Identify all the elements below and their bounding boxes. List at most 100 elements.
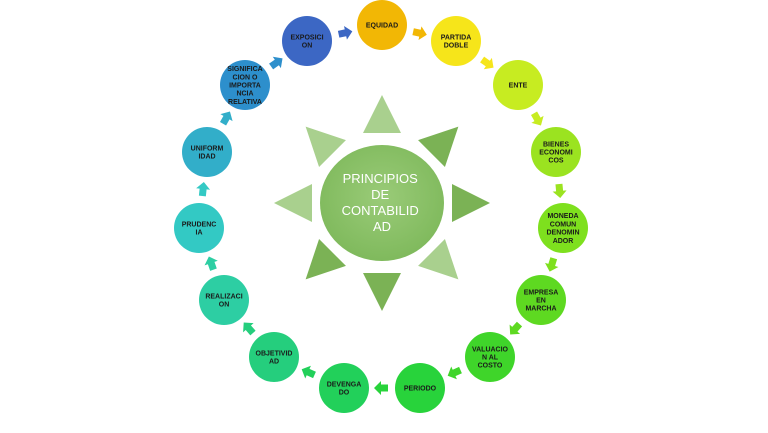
node-label: PERIODO [404, 386, 437, 393]
connector-arrow [530, 111, 544, 126]
node-label-line: RELATIVA [228, 99, 262, 106]
connector-arrow [552, 183, 567, 198]
node-label-line: COMUN [550, 221, 576, 228]
node-label: REALIZACI ON [205, 293, 242, 308]
node-label: PRUDENC IA [182, 221, 217, 236]
node-label-line: EQUIDAD [366, 23, 398, 30]
node-label: PARTIDA DOBLE [441, 34, 472, 49]
node-label: ENTE [509, 83, 528, 90]
node-label-line: IA [196, 230, 203, 237]
node-label-line: ECONOMI [539, 150, 573, 157]
connector-arrow [412, 26, 427, 41]
node-label-line: PRUDENC [182, 221, 217, 228]
node-circle [395, 363, 445, 413]
node-prudencia: PRUDENC IA [174, 203, 224, 253]
connector-arrow [509, 321, 523, 335]
node-circle [199, 275, 249, 325]
node-label-line: UNIFORM [191, 145, 224, 152]
node-label-line: ON [302, 43, 313, 50]
node-label-line: SIGNIFICA [227, 66, 262, 73]
connector-arrow [545, 257, 559, 272]
sun-ray [418, 239, 459, 280]
node-label: OBJETIVID AD [256, 350, 293, 365]
node-label-line: PERIODO [404, 386, 437, 393]
node-label-line: REALIZACI [205, 293, 242, 300]
sun-ray [305, 239, 346, 280]
sun-rays [274, 95, 490, 311]
node-label-line: CION O [233, 74, 258, 81]
node-label-line: N AL [482, 355, 499, 362]
node-label-line: EMPRESA [524, 289, 559, 296]
node-label-line: PARTIDA [441, 34, 472, 41]
connector-arrow [337, 25, 353, 40]
connector-arrow [243, 322, 256, 336]
connector-arrow [269, 56, 283, 70]
node-label-line: EN [536, 298, 546, 305]
node-label-line: IMPORTA [229, 83, 261, 90]
node-label: EQUIDAD [366, 23, 398, 30]
node-label-line: ENTE [509, 83, 528, 90]
node-circle [282, 16, 332, 66]
node-label-line: AD [269, 359, 279, 366]
sun-ray [418, 126, 459, 167]
node-circle [531, 127, 581, 177]
node-realizacion: REALIZACI ON [199, 275, 249, 325]
node-partida-doble: PARTIDA DOBLE [431, 16, 481, 66]
node-label-line: MONEDA [547, 213, 578, 220]
node-label-line: MARCHA [525, 306, 556, 313]
node-label-line: ADOR [553, 238, 574, 245]
connector-arrow [374, 381, 388, 395]
node-periodo: PERIODO [395, 363, 445, 413]
node-circle [182, 127, 232, 177]
connector-arrow [204, 256, 218, 271]
connector-arrow [301, 365, 316, 379]
node-label-line: OBJETIVID [256, 350, 293, 357]
node-label-line: COS [548, 158, 564, 165]
node-circle [493, 60, 543, 110]
node-label-line: DEVENGA [327, 381, 362, 388]
node-circle [357, 0, 407, 50]
node-label-line: ON [219, 302, 230, 309]
node-label-line: BIENES [543, 141, 569, 148]
connector-arrow [196, 182, 211, 197]
node-circle [431, 16, 481, 66]
node-label-line: VALUACIO [472, 346, 509, 353]
center-line: PRINCIPIOS [343, 171, 418, 186]
node-circle [249, 332, 299, 382]
center-line: AD [373, 219, 391, 234]
node-circle [538, 203, 588, 253]
sun-ray [363, 273, 401, 311]
center-title: PRINCIPIOS DE CONTABILID AD [342, 171, 423, 234]
node-circle [516, 275, 566, 325]
node-devengado: DEVENGA DO [319, 363, 369, 413]
node-equidad: EQUIDAD [357, 0, 407, 50]
node-circle [319, 363, 369, 413]
sun-ray [452, 184, 490, 222]
node-label-line: COSTO [478, 363, 503, 370]
connector-arrow [219, 111, 233, 126]
connector-arrow [480, 56, 494, 70]
node-circle [465, 332, 515, 382]
sun-ray [363, 95, 401, 133]
center-line: DE [371, 187, 389, 202]
node-label: DEVENGA DO [327, 381, 362, 396]
node-label-line: DO [339, 390, 350, 397]
sun-ray [305, 126, 346, 167]
node-label-line: DENOMIN [546, 230, 579, 237]
sun-center: PRINCIPIOS DE CONTABILID AD [320, 145, 444, 261]
node-label-line: DOBLE [444, 43, 469, 50]
